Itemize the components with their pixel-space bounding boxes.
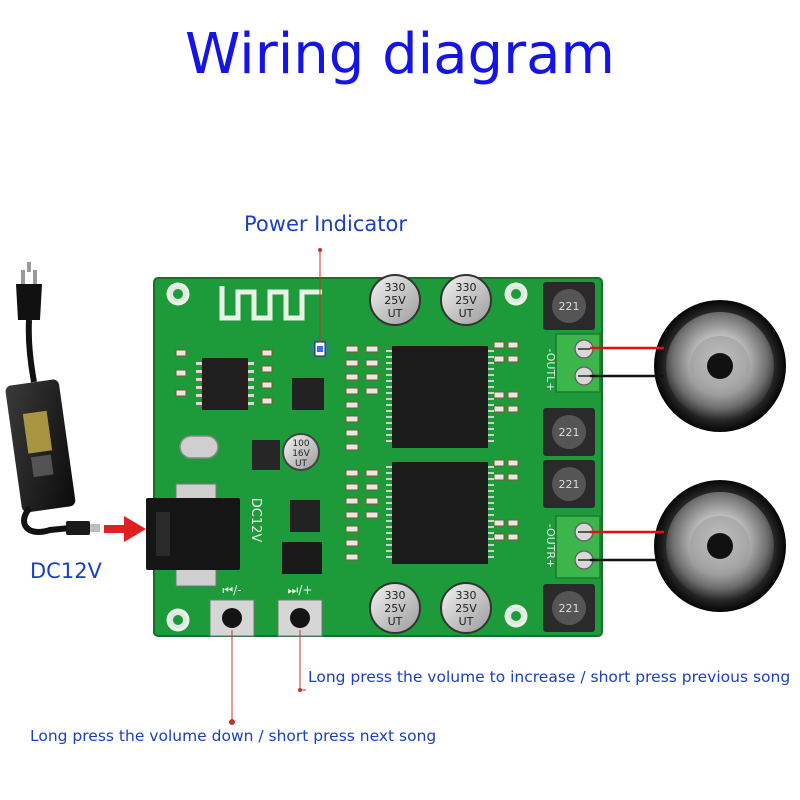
dc-jack xyxy=(146,483,240,587)
dc-input-label: DC12V xyxy=(30,559,102,583)
inductor-3-label: 221 xyxy=(559,478,580,491)
volume-down-label: Long press the volume down / short press… xyxy=(30,727,437,745)
cap-tl-line-2: 25V xyxy=(384,294,406,307)
inductor-4: 221 xyxy=(543,584,595,632)
capacitor-bottom-left: 330 25V UT xyxy=(369,582,421,634)
button-next-silk: ⏭/+ xyxy=(288,583,313,597)
cap-tr-line-1: 330 xyxy=(456,281,477,294)
cap-bl-line-3: UT xyxy=(388,615,403,628)
small-cap-line-2: 16V xyxy=(292,449,310,459)
cap-tr-line-2: 25V xyxy=(455,294,477,307)
speaker-wires xyxy=(590,346,664,562)
power-indicator-label: Power Indicator xyxy=(244,212,407,236)
inductor-2-label: 221 xyxy=(559,426,580,439)
cap-bl-line-2: 25V xyxy=(384,602,406,615)
volume-up-label: Long press the volume to increase / shor… xyxy=(308,668,791,686)
capacitor-bottom-right: 330 25V UT xyxy=(440,582,492,634)
capacitor-top-left: 330 25V UT xyxy=(369,274,421,326)
dc-input-arrow xyxy=(104,516,146,542)
out-left-silk: -OUTL+ xyxy=(544,348,557,391)
pointer-dots xyxy=(229,248,322,725)
cap-tr-line-3: UT xyxy=(459,307,474,320)
button-prev-silk: ⏮/- xyxy=(222,583,241,597)
cap-br-line-3: UT xyxy=(459,615,474,628)
cap-br-line-1: 330 xyxy=(456,589,477,602)
terminal-right xyxy=(555,515,601,579)
amplifier-board: 100 16V UT xyxy=(146,274,603,637)
speaker-icon xyxy=(654,300,786,432)
inductor-1: 221 xyxy=(543,282,595,330)
cap-br-line-2: 25V xyxy=(455,602,477,615)
cap-tl-line-1: 330 xyxy=(385,281,406,294)
small-cap-line-3: UT xyxy=(295,459,308,469)
cap-tl-line-3: UT xyxy=(388,307,403,320)
led-icon xyxy=(310,339,330,359)
inductor-2: 221 xyxy=(543,408,595,456)
speaker-icon xyxy=(654,480,786,612)
out-right-silk: -OUTR+ xyxy=(544,524,557,569)
capacitor-top-right: 330 25V UT xyxy=(440,274,492,326)
small-cap-line-1: 100 xyxy=(292,439,309,449)
power-adapter-icon xyxy=(5,262,100,535)
dc-silk: DC12V xyxy=(248,498,263,543)
inductor-4-label: 221 xyxy=(559,602,580,615)
amplifier-chip-bottom xyxy=(386,462,494,564)
amplifier-chip-top xyxy=(386,346,494,448)
cap-bl-line-1: 330 xyxy=(385,589,406,602)
page-title: Wiring diagram xyxy=(185,22,615,87)
small-capacitor: 100 16V UT xyxy=(282,433,320,471)
terminal-left xyxy=(555,333,601,393)
inductor-3: 221 xyxy=(543,460,595,508)
inductor-1-label: 221 xyxy=(559,300,580,313)
